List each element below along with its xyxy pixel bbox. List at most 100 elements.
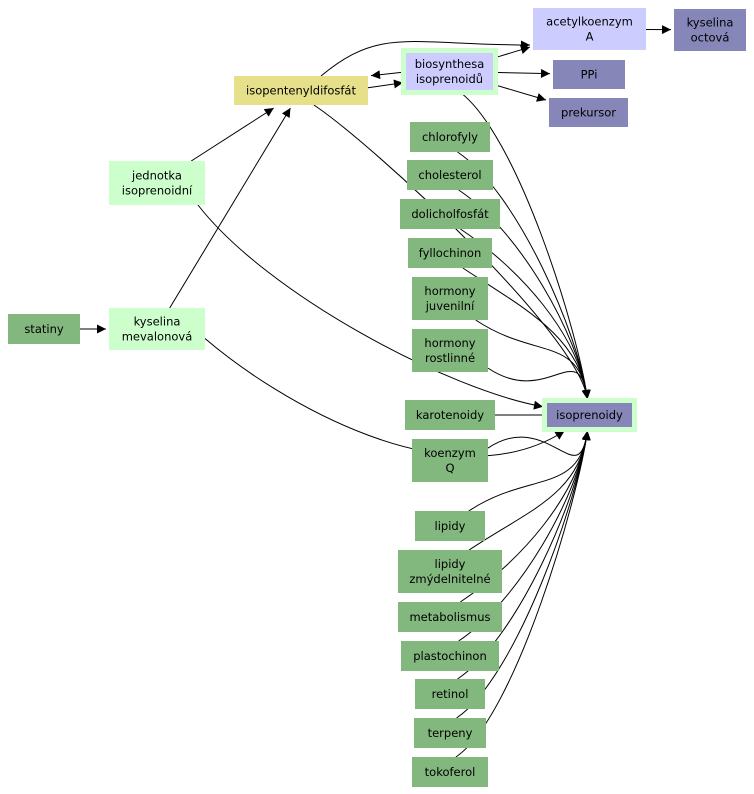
node-label: mevalonová [122,330,193,344]
edge-jednotka-to-isopentenyldifosfat [190,107,275,162]
metabolismus-node[interactable]: metabolismus [398,602,502,632]
node-box [412,329,488,372]
node-label: dolicholfosfát [411,207,489,221]
node-label: isoprenoidy [556,408,623,422]
node-box [109,308,205,350]
chlorofyly-node[interactable]: chlorofyly [410,122,490,152]
node-box [415,511,485,541]
node-label: A [586,30,594,44]
edge-kyselina-mevalonova-to-isoprenoidy [204,338,565,457]
node-label: koenzym [424,446,476,460]
node-label: hormony [424,284,475,298]
edge-biosynthesa-to-acetylkoenzym [492,45,531,59]
node-box [401,641,499,671]
node-label: karotenoidy [416,408,484,422]
tokoferol-node[interactable]: tokoferol [412,757,488,787]
edge-biosynthesa-to-isopentenyldifosfat [370,70,407,80]
node-box [415,679,485,709]
node-label: metabolismus [409,610,490,624]
terpeny-node[interactable]: terpeny [414,718,486,748]
cholesterol-node[interactable]: cholesterol [407,160,493,190]
node-label: acetylkoenzym [546,15,633,29]
statiny-node[interactable]: statiny [8,314,80,344]
lipidy-node[interactable]: lipidy [415,511,485,541]
node-label: zmýdelnitelné [409,572,490,586]
node-label: jednotka [131,169,182,183]
node-label: biosynthesa [415,57,485,71]
node-label: isoprenoidní [122,184,193,198]
plastochinon-node[interactable]: plastochinon [401,641,499,671]
node-label: isopentenyldifosfát [246,84,356,98]
node-label: isoprenoidů [416,72,483,86]
node-box [407,160,493,190]
node-box [553,60,625,89]
node-label: PPi [581,68,598,82]
node-box [405,400,495,430]
node-box [533,8,646,50]
dolicholfosfat-node[interactable]: dolicholfosfát [400,199,500,229]
edge-biosynthesa-to-prekursor [492,83,547,102]
edge-koenzym-q-to-isoprenoidy [487,430,591,456]
node-box [408,238,492,268]
node-label: octová [691,31,730,45]
node-label: juvenilní [425,299,475,313]
retinol-node[interactable]: retinol [415,679,485,709]
edge-kyselina-mevalonova-to-isopentenyldifosfat [169,107,291,309]
karotenoidy-node[interactable]: karotenoidy [405,400,495,430]
edge-biosynthesa-to-isoprenoidy [456,89,591,400]
node-box [674,9,746,51]
node-label: cholesterol [418,168,481,182]
isoprenoidy-node[interactable]: isoprenoidy [542,398,637,432]
node-box [412,757,488,787]
edge-biosynthesa-to-ppi [492,68,551,78]
fyllochinon-node[interactable]: fyllochinon [408,238,492,268]
node-box [406,53,493,90]
edge-layer [80,25,672,758]
prekursor-node[interactable]: prekursor [549,98,628,127]
node-box [8,314,80,344]
node-label: hormony [424,336,475,350]
node-label: tokoferol [425,765,476,779]
node-label: statiny [24,322,64,336]
node-box [234,76,368,105]
node-label: lipidy [435,557,466,571]
node-label: rostlinné [425,351,475,365]
edge-hormony-rostlinne-to-isoprenoidy [487,367,591,400]
node-label: kyselina [134,315,181,329]
isopentenyldifosfat-node[interactable]: isopentenyldifosfát [234,76,368,105]
node-box [398,550,502,593]
edge-jednotka-to-isoprenoidy [197,204,544,410]
node-label: chlorofyly [422,130,478,144]
edge-isopentenyldifosfat-to-biosynthesa [367,79,404,89]
node-label: lipidy [435,519,466,533]
node-label: plastochinon [413,649,487,663]
node-box [549,98,628,127]
node-box [410,122,490,152]
node-label: retinol [432,687,469,701]
node-box [109,161,205,205]
node-layer: acetylkoenzymAkyselinaoctovábiosynthesai… [8,8,746,787]
node-box [414,718,486,748]
node-box [547,403,632,427]
edge-lipidy-to-isoprenoidy [468,430,591,512]
node-box [412,277,488,320]
node-box [398,602,502,632]
node-label: prekursor [561,106,616,120]
node-label: fyllochinon [419,246,482,260]
ppi-node[interactable]: PPi [553,60,625,89]
node-label: Q [445,461,454,475]
node-label: terpeny [428,726,473,740]
edge-isopentenyldifosfat-to-acetylkoenzym [320,40,531,77]
node-label: kyselina [687,16,734,30]
node-box [412,439,488,482]
